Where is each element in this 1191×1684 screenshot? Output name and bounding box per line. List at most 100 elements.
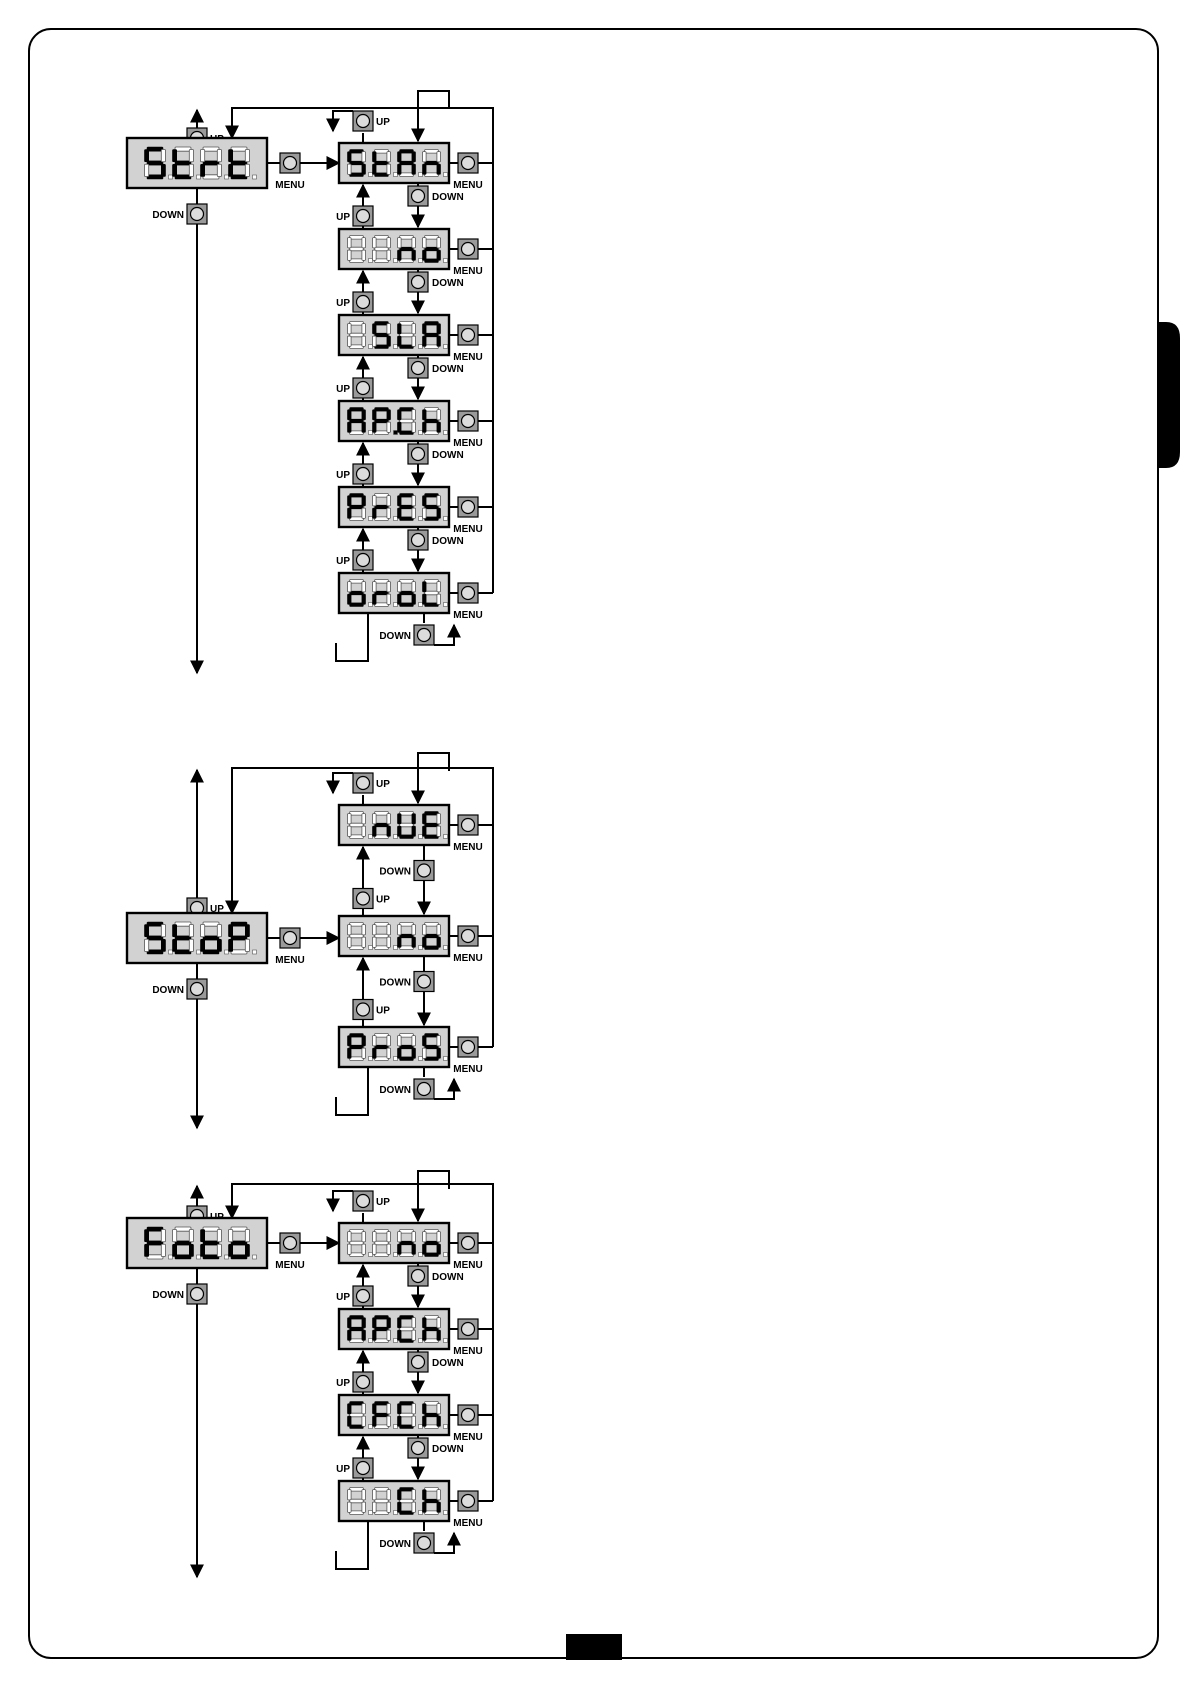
segment-c (245, 164, 249, 176)
button-circle (191, 983, 204, 996)
sub-menu-button-1[interactable] (458, 1233, 478, 1253)
segment-b (387, 582, 391, 592)
wrap-down-button[interactable] (414, 1079, 434, 1099)
segment-f (398, 814, 402, 824)
down-button-1[interactable] (414, 861, 434, 881)
wrap-down-arrow (434, 1079, 454, 1099)
decimal-point (444, 431, 448, 435)
main-down-button[interactable] (187, 204, 207, 224)
segment-a (400, 812, 414, 816)
decimal-point (369, 1425, 373, 1429)
up-button-1[interactable] (353, 889, 373, 909)
sub-menu-button-3[interactable] (458, 1405, 478, 1425)
wrap-down-button[interactable] (414, 625, 434, 645)
segment-a (147, 922, 163, 926)
segment-d (350, 173, 364, 177)
sub-menu-button-4[interactable] (458, 411, 478, 431)
segment-g (400, 1499, 414, 1503)
segment-a (375, 150, 389, 154)
up-button-2[interactable] (353, 292, 373, 312)
down-button-1[interactable] (408, 1266, 428, 1286)
segment-c (437, 336, 441, 346)
down-button-4[interactable] (408, 444, 428, 464)
segment-c (245, 939, 249, 951)
segment-e (398, 937, 402, 947)
segment-d (203, 1255, 219, 1259)
up-button-2[interactable] (353, 1000, 373, 1020)
up-button-1[interactable] (353, 206, 373, 226)
segment-f (398, 496, 402, 506)
down-button-1[interactable] (408, 186, 428, 206)
sub-menu-button-2[interactable] (458, 926, 478, 946)
sub-menu-button-1[interactable] (458, 153, 478, 173)
up-button-4[interactable] (353, 464, 373, 484)
segment-c (412, 826, 416, 836)
decimal-point (419, 946, 423, 950)
sub-menu-button-2[interactable] (458, 1319, 478, 1339)
decimal-point (197, 950, 201, 954)
segment-e (373, 1244, 377, 1254)
sub-menu-button-4[interactable] (458, 1491, 478, 1511)
menu-label: MENU (453, 266, 482, 277)
down-button-2[interactable] (414, 972, 434, 992)
button-circle (284, 932, 297, 945)
segment-e (398, 1048, 402, 1058)
up-button-2[interactable] (353, 1372, 373, 1392)
decimal-point (419, 603, 423, 607)
sub-menu-button-5[interactable] (458, 497, 478, 517)
segment-e (348, 1048, 352, 1058)
main-down-button[interactable] (187, 979, 207, 999)
segment-b (437, 1232, 441, 1242)
segment-f (348, 238, 352, 248)
segment-f (229, 925, 233, 937)
main-menu-button[interactable] (280, 1233, 300, 1253)
down-button-3[interactable] (408, 358, 428, 378)
wrap-down-button[interactable] (414, 1533, 434, 1553)
segment-c (437, 1502, 441, 1512)
button-circle (284, 157, 297, 170)
decimal-point (444, 517, 448, 521)
segment-f (398, 582, 402, 592)
wrap-up-button[interactable] (353, 1191, 373, 1211)
segment-e (145, 1244, 149, 1256)
sub-menu-button-2[interactable] (458, 239, 478, 259)
segment-d (400, 1253, 414, 1257)
segment-g (375, 161, 389, 165)
main-menu-button[interactable] (280, 928, 300, 948)
up-button-1[interactable] (353, 1286, 373, 1306)
down-button-3[interactable] (408, 1438, 428, 1458)
segment-g (350, 419, 364, 423)
sub-menu-button-6[interactable] (458, 583, 478, 603)
button-circle (462, 415, 475, 428)
segment-b (437, 1036, 441, 1046)
down-button-2[interactable] (408, 1352, 428, 1372)
sub-display-4 (339, 1481, 449, 1521)
segment-f (373, 1318, 377, 1328)
segment-a (400, 408, 414, 412)
segment-f (373, 1036, 377, 1046)
sub-menu-button-3[interactable] (458, 325, 478, 345)
decimal-point (394, 1511, 398, 1515)
segment-a (350, 322, 364, 326)
segment-f (145, 1230, 149, 1242)
down-button-2[interactable] (408, 272, 428, 292)
sub-menu-button-1[interactable] (458, 815, 478, 835)
wrap-up-button[interactable] (353, 773, 373, 793)
segment-g (425, 419, 439, 423)
sub-menu-button-3[interactable] (458, 1037, 478, 1057)
main-menu-button[interactable] (280, 153, 300, 173)
main-down-button[interactable] (187, 1284, 207, 1304)
down-button-5[interactable] (408, 530, 428, 550)
up-button-3[interactable] (353, 378, 373, 398)
segment-a (350, 150, 364, 154)
segment-g (203, 161, 219, 165)
up-button-5[interactable] (353, 550, 373, 570)
up-button-3[interactable] (353, 1458, 373, 1478)
segment-f (398, 410, 402, 420)
wrap-up-button[interactable] (353, 111, 373, 131)
segment-c (362, 826, 366, 836)
segment-a (203, 147, 219, 151)
sub-display-4 (339, 401, 449, 441)
segment-c (437, 422, 441, 432)
